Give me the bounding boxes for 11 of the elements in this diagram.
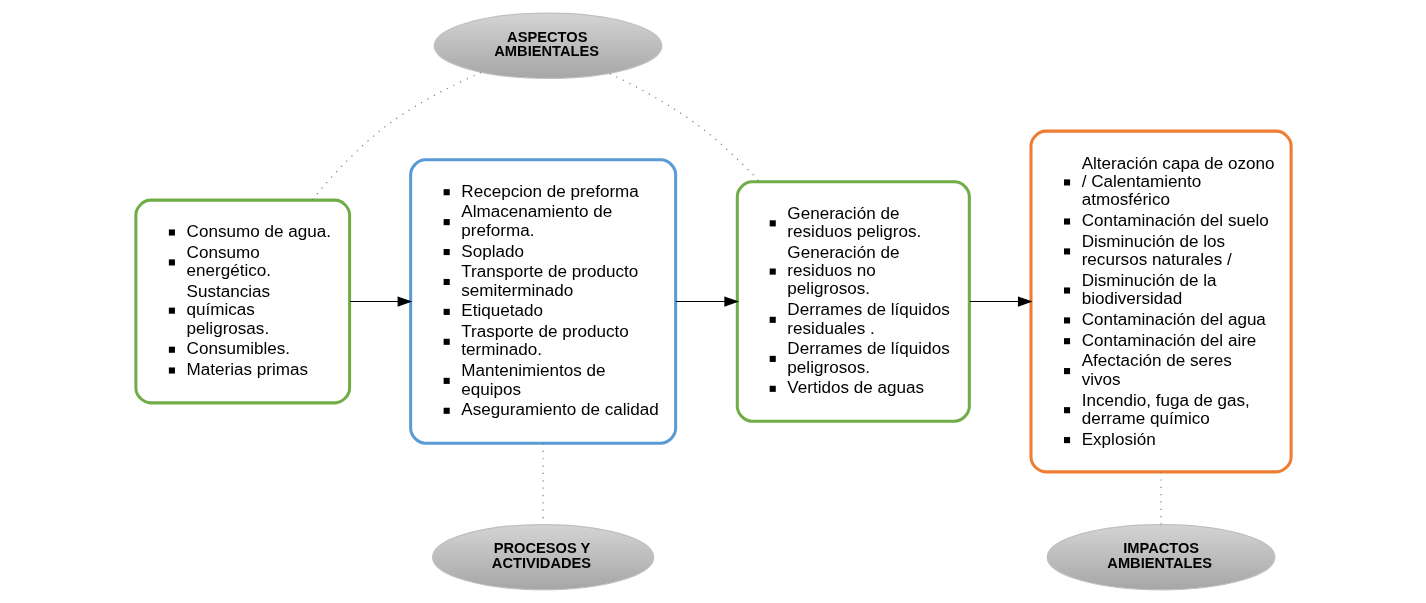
node-ellipse: PROCESOS Y ACTIVIDADES [431, 523, 654, 591]
node-ellipse: IMPACTOS AMBIENTALES [1046, 523, 1275, 591]
arrow [968, 296, 1033, 307]
node-box: Alteración capa de ozono / Calentamiento atmosférico Contaminación del suelo Disminución de los recursos naturales / Disminución de la biodiversidad Contaminación del agua Contaminación del aire Afectación de seres vivos Incendio, fuga de gas, derrame químico Explosión [1029, 129, 1293, 474]
arrow [674, 296, 739, 307]
node-box: Consumo de agua. Consumo energético. Sustancias químicas peligrosas. Consumibles. Materias primas [133, 198, 351, 405]
connector [311, 71, 482, 201]
node-box: Recepcion de preforma Almacenamiento de preforma. Soplado Transporte de producto semiterminado Etiquetado Trasporte de producto terminado. Mantenimientos de equipos Aseguramiento de calidad [408, 158, 677, 445]
node-box: Generación de residuos peligros. Generación de residuos no peligrosos. Derrames de líquidos residuales . Derrames de líquidos peligrosos. Vertidos de aguas [735, 180, 971, 423]
node-ellipse: ASPECTOS AMBIENTALES [433, 12, 662, 80]
arrow [349, 296, 412, 307]
